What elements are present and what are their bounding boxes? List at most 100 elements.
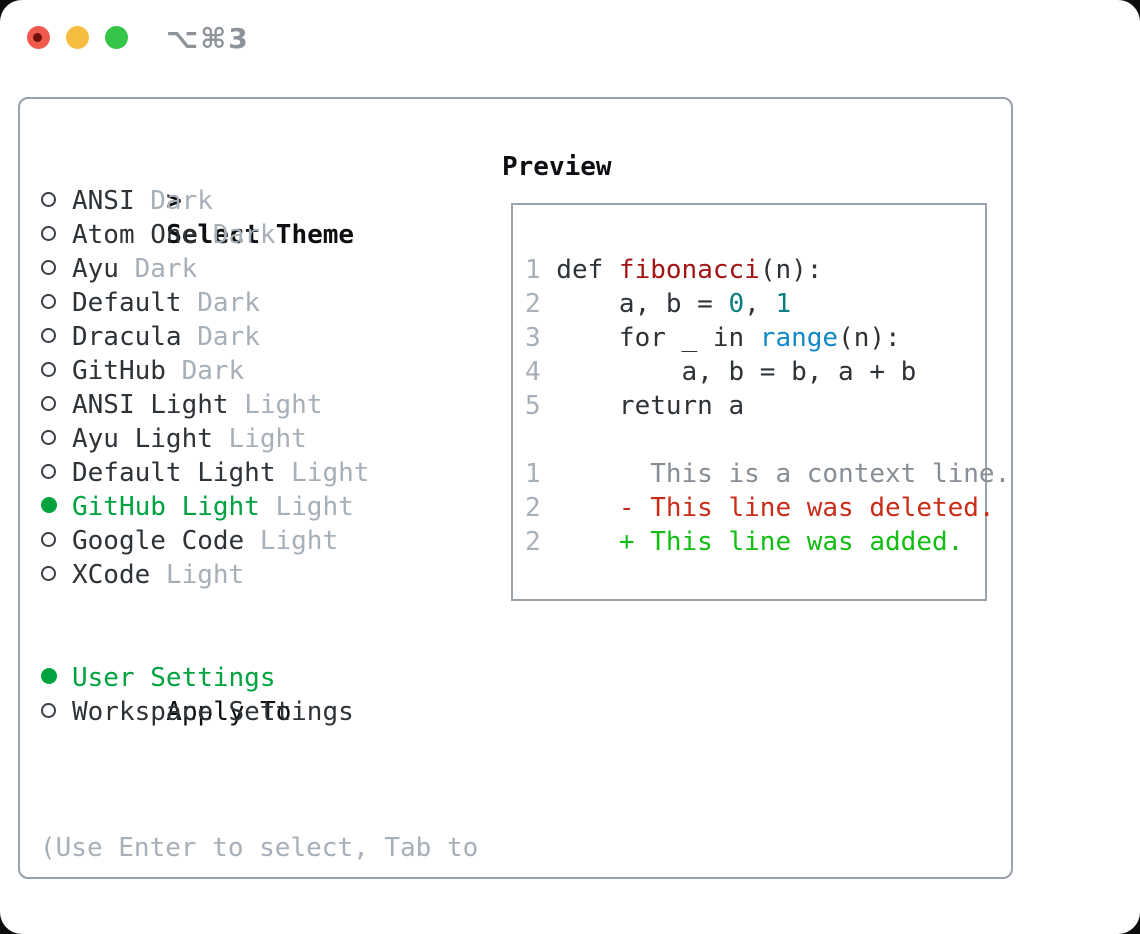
theme-option-label: Atom One <box>72 220 198 250</box>
radio-icon <box>41 184 72 218</box>
radio-selected-icon <box>41 490 72 524</box>
theme-option-label: Ayu Light <box>72 424 213 454</box>
theme-variant-label: Light <box>228 390 323 420</box>
theme-option[interactable]: XCode Light <box>41 558 369 592</box>
code-token: (n): <box>759 255 823 285</box>
theme-variant-label: Dark <box>118 254 198 284</box>
theme-variant-label: Light <box>259 492 354 522</box>
code-line: 1 This is a context line. <box>525 457 1010 491</box>
theme-option-label: GitHub <box>72 356 166 386</box>
radio-icon <box>41 218 72 252</box>
radio-icon <box>41 524 72 558</box>
close-button-icon[interactable] <box>27 26 50 49</box>
theme-variant-label: Light <box>275 458 370 488</box>
line-number: 1 <box>525 255 541 285</box>
theme-option[interactable]: GitHub Dark <box>41 354 369 388</box>
theme-option[interactable]: Default Dark <box>41 286 369 320</box>
apply-option-label: User Settings <box>72 663 276 693</box>
theme-variant-label: Light <box>212 424 307 454</box>
theme-option-label: GitHub Light <box>72 492 260 522</box>
code-line: 3 for _ in range(n): <box>525 321 985 355</box>
line-number: 5 <box>525 391 541 421</box>
line-number: 4 <box>525 357 541 387</box>
minimize-button-icon[interactable] <box>66 26 89 49</box>
code-token: return a <box>556 391 745 421</box>
code-token: (n): <box>838 323 901 353</box>
code-token: def <box>556 255 619 285</box>
theme-variant-label: Dark <box>197 220 276 250</box>
code-token: a, b = <box>556 289 729 319</box>
radio-icon <box>41 252 72 286</box>
theme-option[interactable]: GitHub Light Light <box>41 490 369 524</box>
theme-option-label: Default Light <box>72 458 276 488</box>
code-token: for _ in <box>556 323 760 353</box>
window-title: ⌥⌘3 <box>166 22 250 55</box>
theme-option[interactable]: Default Light Light <box>41 456 369 490</box>
code-token: - This line was deleted. <box>556 493 995 523</box>
code-token: This is a context line. <box>556 459 1011 489</box>
apply-to-header: Apply To <box>41 627 354 727</box>
code-token: , <box>744 289 776 319</box>
theme-variant-label: Dark <box>165 356 245 386</box>
theme-option[interactable]: Ayu Dark <box>41 252 369 286</box>
hint-text: (Use Enter to select, Tab to change focu… <box>40 763 478 934</box>
code-token: 1 <box>775 289 792 319</box>
code-line: 1 def fibonacci(n): <box>525 253 985 287</box>
radio-icon <box>41 286 72 320</box>
theme-option-label: Default <box>72 288 182 318</box>
hint-line-1: (Use Enter to select, Tab to <box>40 833 479 863</box>
theme-option[interactable]: Atom One Dark <box>41 218 369 252</box>
theme-variant-label: Dark <box>181 322 260 352</box>
theme-variant-label: Light <box>244 526 339 556</box>
theme-option-label: Google Code <box>72 526 245 556</box>
theme-option[interactable]: ANSI Light Light <box>41 388 369 422</box>
line-number: 1 <box>525 459 541 489</box>
theme-option[interactable]: Google Code Light <box>41 524 369 558</box>
select-theme-header: > Select Theme <box>41 150 369 250</box>
code-line: 2 a, b = 0, 1 <box>525 287 985 321</box>
line-number: 2 <box>525 289 541 319</box>
apply-option[interactable]: Workspace Settings <box>41 695 354 729</box>
code-token: range <box>759 323 839 353</box>
line-number: 2 <box>525 493 541 523</box>
code-line: 2 - This line was deleted. <box>525 491 995 525</box>
radio-icon <box>41 558 72 592</box>
line-number: 3 <box>525 323 541 353</box>
apply-option-label: Workspace Settings <box>72 697 354 727</box>
preview-title: Preview <box>502 152 612 182</box>
radio-icon <box>41 456 72 490</box>
code-token: fibonacci <box>618 255 760 285</box>
line-number: 2 <box>525 527 541 557</box>
radio-icon <box>41 320 72 354</box>
apply-to-header-label: Apply To <box>166 697 292 727</box>
theme-variant-label: Dark <box>134 186 213 216</box>
theme-variant-label: Dark <box>181 288 260 318</box>
code-line: 5 return a <box>525 389 985 423</box>
code-token: + This line was added. <box>556 527 964 557</box>
code-line: 2 + This line was added. <box>525 525 985 559</box>
theme-option-label: ANSI Light <box>72 390 229 420</box>
select-theme-header-label: Select Theme <box>166 220 355 250</box>
theme-option[interactable]: Dracula Dark <box>41 320 369 354</box>
zoom-button-icon[interactable] <box>105 26 128 49</box>
code-line <box>525 423 985 457</box>
theme-option-label: XCode <box>72 560 151 590</box>
radio-icon <box>41 422 72 456</box>
apply-option[interactable]: User Settings <box>41 661 354 695</box>
theme-option[interactable]: ANSI Dark <box>41 184 369 218</box>
radio-selected-icon <box>41 661 72 695</box>
code-token: a, b = b, a + b <box>556 357 917 387</box>
theme-variant-label: Light <box>150 560 245 590</box>
theme-option[interactable]: Ayu Light Light <box>41 422 369 456</box>
radio-icon <box>41 388 72 422</box>
code-token: 0 <box>728 289 745 319</box>
theme-option-label: ANSI <box>72 186 135 216</box>
code-line: 4 a, b = b, a + b <box>525 355 985 389</box>
theme-option-label: Dracula <box>72 322 182 352</box>
cursor-icon: > <box>166 186 182 216</box>
